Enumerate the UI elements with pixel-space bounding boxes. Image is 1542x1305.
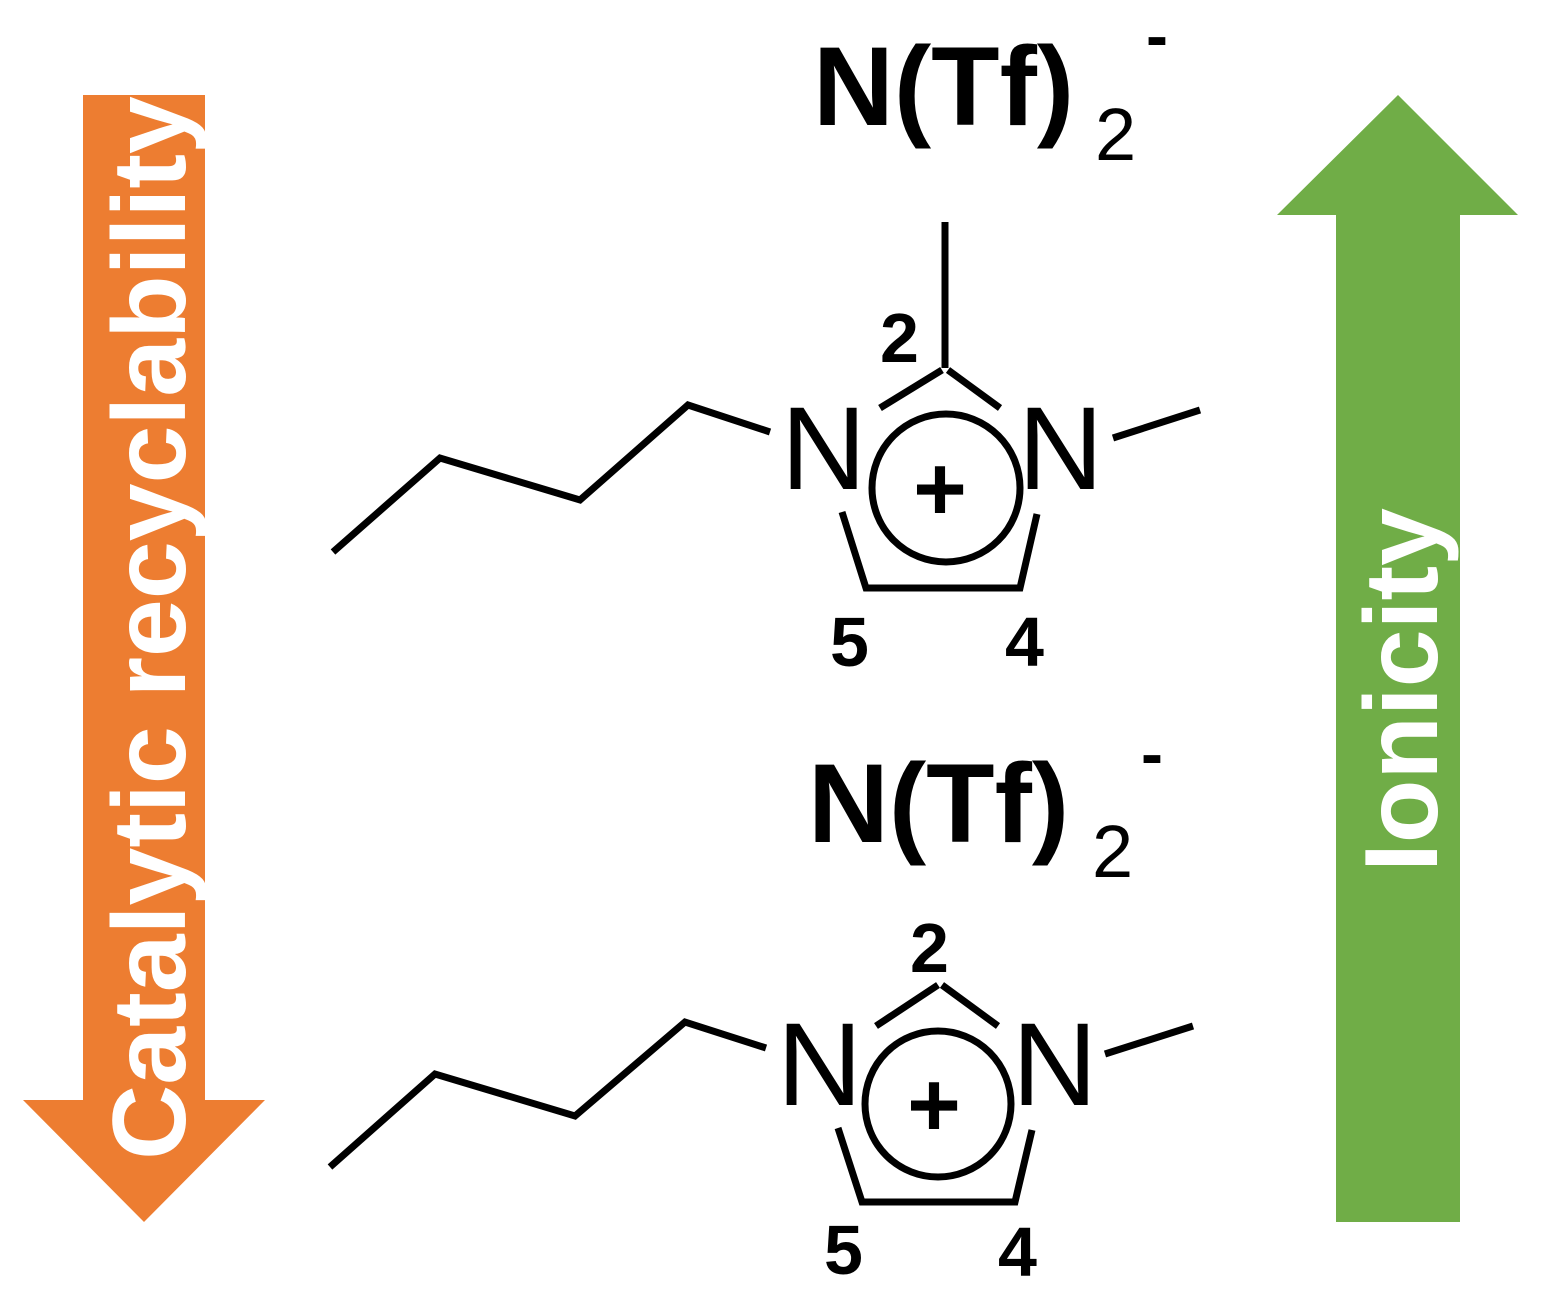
n3-atom: N [1018, 383, 1103, 515]
butyl-chain [330, 401, 772, 555]
n-methyl-bond [1111, 406, 1202, 442]
ring-bond-c2-n3 [939, 982, 1001, 1029]
ring-bond-n1-c2 [878, 367, 944, 411]
anion-label-top: N(Tf) 2 - [813, 0, 1168, 176]
right-arrow: Ionicity [1277, 95, 1518, 1222]
ring-bond-n1-c5-c4-n3 [838, 510, 1041, 592]
anion-subscript: 2 [1092, 810, 1133, 893]
n1-atom: N [777, 999, 862, 1131]
ring-aromatic-circle [868, 410, 1024, 566]
n-methyl-bond [1103, 1022, 1195, 1058]
n1-atom: N [781, 383, 866, 515]
locant-4: 4 [1005, 603, 1044, 681]
left-arrow-label: Catalytic recyclability [92, 96, 208, 1160]
ring-aromatic-circle [861, 1027, 1015, 1181]
locant-2: 2 [880, 299, 919, 377]
right-arrow-label: Ionicity [1344, 508, 1460, 872]
ring-charge: + [913, 438, 967, 540]
cation-top: N N + 2 5 4 [330, 222, 1202, 681]
locant-2: 2 [910, 909, 949, 987]
anion-charge: - [1141, 716, 1163, 790]
anion-label-bottom: N(Tf) 2 - [808, 716, 1163, 893]
locant-5: 5 [830, 603, 869, 681]
right-arrow-shape [1277, 95, 1518, 1222]
cation-bottom: N N + 2 5 4 [327, 909, 1195, 1291]
left-arrow: Catalytic recyclability [23, 95, 265, 1222]
anion-base: N(Tf) [808, 741, 1069, 866]
n3-atom: N [1012, 999, 1097, 1131]
locant-5: 5 [824, 1211, 863, 1289]
anion-subscript: 2 [1095, 93, 1136, 176]
ring-bond-c2-n3 [945, 367, 1003, 411]
anion-base: N(Tf) [813, 24, 1074, 149]
anion-charge: - [1146, 0, 1168, 72]
ring-charge: + [907, 1054, 961, 1156]
ring-bond-n1-c2 [874, 982, 940, 1029]
ring-bond-n1-c5-c4-n3 [834, 1126, 1036, 1206]
left-arrow-shape [23, 95, 265, 1222]
butyl-chain [327, 1018, 768, 1170]
locant-4: 4 [998, 1213, 1037, 1291]
